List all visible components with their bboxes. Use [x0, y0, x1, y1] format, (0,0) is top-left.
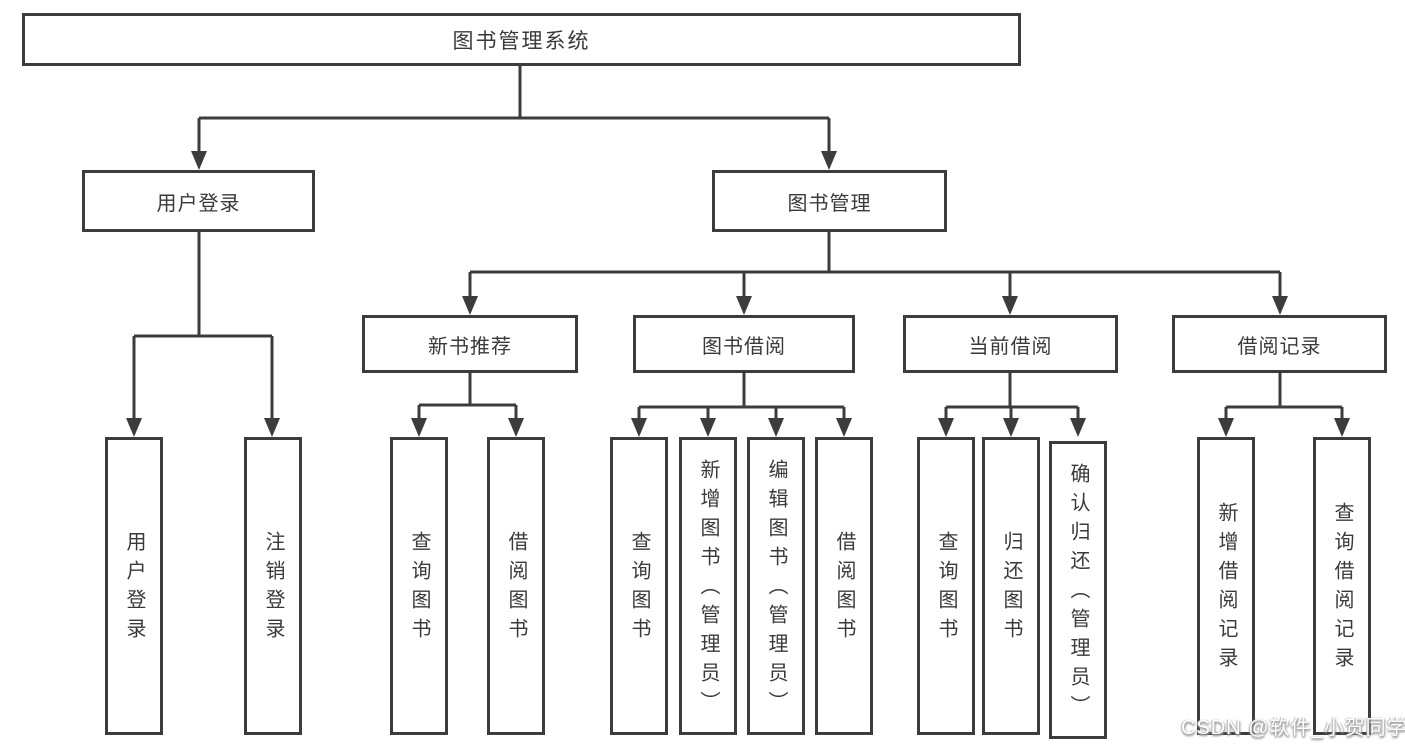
node-library-management-system: 图书管理系统: [22, 13, 1021, 66]
node-label: 借阅图书: [505, 531, 527, 647]
leaf-query-books-current: 查询图书: [917, 437, 975, 735]
node-label: 用户登录: [123, 531, 145, 647]
node-label: 借阅图书: [833, 531, 855, 647]
node-label: 新增借阅记录: [1215, 502, 1237, 676]
node-label: 查询借阅记录: [1331, 502, 1353, 676]
leaf-query-books-borrow: 查询图书: [610, 437, 668, 735]
node-label: 归还图书: [1000, 531, 1022, 647]
node-label: 查询图书: [628, 531, 650, 647]
leaf-add-borrow-record: 新增借阅记录: [1197, 437, 1255, 735]
node-label: 编辑图书（管理员）: [765, 458, 787, 720]
leaf-edit-books-admin: 编辑图书（管理员）: [747, 437, 805, 735]
node-label: 查询图书: [408, 531, 430, 647]
node-label: 确认归还（管理员）: [1067, 462, 1089, 724]
node-label: 新书推荐: [428, 335, 512, 358]
node-label: 当前借阅: [968, 335, 1053, 358]
node-label: 新增图书（管理员）: [697, 458, 719, 720]
node-current-borrow: 当前借阅: [903, 315, 1118, 373]
node-borrow-records: 借阅记录: [1172, 315, 1387, 373]
leaf-query-books-recommend: 查询图书: [390, 437, 448, 735]
csdn-watermark: CSDN @软件_小贺同学: [1181, 717, 1405, 739]
node-label: 图书管理: [787, 192, 872, 215]
leaf-borrow-books: 借阅图书: [815, 437, 873, 735]
leaf-add-books-admin: 新增图书（管理员）: [679, 437, 737, 735]
node-book-management: 图书管理: [712, 170, 947, 232]
leaf-borrow-books-recommend: 借阅图书: [487, 437, 545, 735]
node-label: 注销登录: [262, 531, 284, 647]
leaf-return-books: 归还图书: [982, 437, 1040, 735]
leaf-logout: 注销登录: [244, 437, 302, 735]
node-book-borrow: 图书借阅: [633, 315, 855, 373]
node-label: 图书借阅: [702, 335, 786, 358]
node-user-login-branch: 用户登录: [82, 170, 315, 232]
node-label: 借阅记录: [1237, 335, 1322, 358]
node-label: 查询图书: [935, 531, 957, 647]
arrowhead-icons: [126, 151, 1350, 437]
leaf-user-login: 用户登录: [105, 437, 163, 735]
leaf-confirm-return-admin: 确认归还（管理员）: [1049, 441, 1107, 739]
node-label: 用户登录: [156, 192, 241, 215]
node-new-book-recommend: 新书推荐: [362, 315, 578, 373]
leaf-query-borrow-record: 查询借阅记录: [1313, 437, 1371, 735]
node-label: 图书管理系统: [452, 29, 591, 53]
